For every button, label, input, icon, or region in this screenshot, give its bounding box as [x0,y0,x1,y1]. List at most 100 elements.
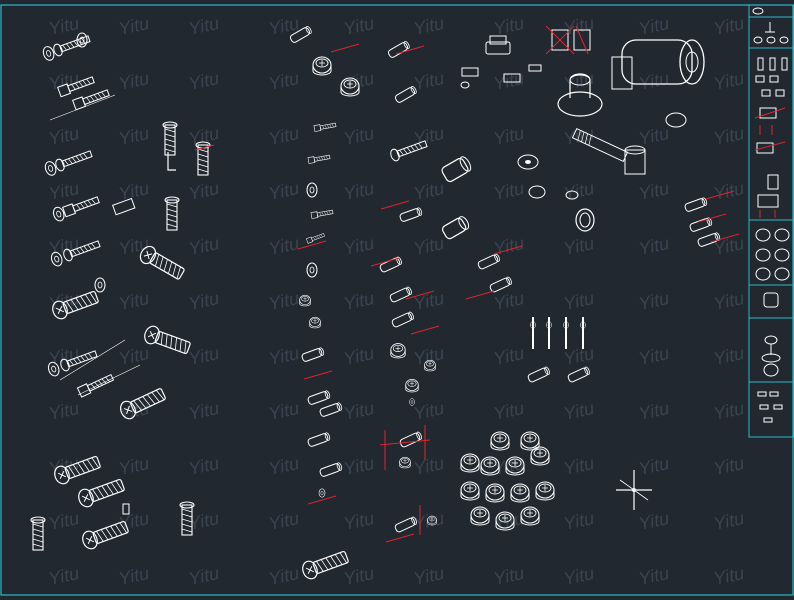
watermark-text: Yitu [267,68,301,94]
watermark-text: Yitu [187,68,221,94]
axis-marker [616,470,652,510]
watermark-text: Yitu [492,68,526,94]
watermark-text: Yitu [492,13,526,39]
watermark-text: Yitu [562,68,596,94]
watermark-text: Yitu [47,343,81,369]
watermark-text: Yitu [267,343,301,369]
column-mid-components [370,40,440,543]
watermark-text: Yitu [342,508,376,534]
watermark-text: Yitu [342,453,376,479]
watermark-text: Yitu [712,453,746,479]
watermark-text: Yitu [187,398,221,424]
watermark-text: Yitu [187,13,221,39]
watermark-text: Yitu [117,13,151,39]
watermark-text: Yitu [342,398,376,424]
watermark-text: Yitu [117,68,151,94]
watermark-text: Yitu [412,343,446,369]
watermark-text: Yitu [637,398,671,424]
watermark-text: Yitu [412,178,446,204]
watermark-text: Yitu [637,563,671,589]
watermark-text: Yitu [492,288,526,314]
watermark-text: Yitu [47,13,81,39]
watermark-text: Yitu [187,563,221,589]
watermark-text: Yitu [267,288,301,314]
watermark-text: Yitu [342,563,376,589]
watermark-text: Yitu [412,398,446,424]
watermark-text: Yitu [47,68,81,94]
watermark-text: Yitu [712,508,746,534]
watermark-text: Yitu [712,13,746,39]
watermark-text: Yitu [562,178,596,204]
watermark-text: Yitu [342,233,376,259]
watermark-text: Yitu [117,453,151,479]
watermark-text: Yitu [47,398,81,424]
watermark-text: Yitu [267,233,301,259]
watermark-text: Yitu [562,563,596,589]
watermark-text: Yitu [187,453,221,479]
watermark-text: Yitu [712,288,746,314]
watermark-text: Yitu [562,288,596,314]
watermark-text: Yitu [562,233,596,259]
watermark-text: Yitu [492,178,526,204]
watermark-text: Yitu [47,563,81,589]
watermark-text: Yitu [637,178,671,204]
watermark-text: Yitu [637,13,671,39]
watermark-text: Yitu [187,233,221,259]
watermark-text: Yitu [637,288,671,314]
watermark-text: Yitu [342,178,376,204]
watermark-text: Yitu [47,453,81,479]
column-large-screws [117,121,215,536]
watermark-text: Yitu [412,123,446,149]
watermark-text: Yitu [712,343,746,369]
watermark-text: Yitu [267,563,301,589]
watermark-text: Yitu [117,123,151,149]
watermark-text: Yitu [47,178,81,204]
watermark-text: Yitu [267,13,301,39]
watermark-text: Yitu [412,68,446,94]
watermark-text: Yitu [117,343,151,369]
watermark-text: Yitu [492,123,526,149]
watermark-text: Yitu [47,123,81,149]
watermark-text: Yitu [267,453,301,479]
drawing-frame [0,4,794,596]
watermark-text: Yitu [712,178,746,204]
watermark-text: Yitu [637,123,671,149]
pin-icon [765,22,775,33]
watermark-text: Yitu [117,178,151,204]
watermark-text: Yitu [712,123,746,149]
watermark-text: Yitu [712,398,746,424]
watermark-text: Yitu [492,563,526,589]
watermark-text: Yitu [412,508,446,534]
watermark-text: Yitu [117,288,151,314]
watermark-text: Yitu [412,13,446,39]
watermark-text: Yitu [187,343,221,369]
watermark-text: Yitu [712,68,746,94]
watermark-text: Yitu [342,343,376,369]
watermark-text: Yitu [492,398,526,424]
watermark-text: Yitu [412,563,446,589]
watermark-text: Yitu [562,13,596,39]
watermark-text: Yitu [712,563,746,589]
watermark-text: Yitu [412,453,446,479]
screw-icon [755,57,788,97]
watermark-text: Yitu [47,508,81,534]
watermark-text: Yitu [492,343,526,369]
watermark-text: Yitu [562,508,596,534]
watermark-text: Yitu [492,453,526,479]
watermark-text: Yitu [342,288,376,314]
legend-panel [748,4,794,438]
watermark-text: Yitu [562,453,596,479]
watermark-text: Yitu [267,398,301,424]
watermark-text: Yitu [412,233,446,259]
watermark-text: Yitu [562,398,596,424]
column-brackets-cams [441,35,595,531]
watermark-text: Yitu [637,343,671,369]
watermark-text: Yitu [342,13,376,39]
watermark-text: Yitu [187,178,221,204]
watermark-text: Yitu [637,233,671,259]
watermark-text: Yitu [117,563,151,589]
watermark-text: Yitu [267,123,301,149]
watermark-text: Yitu [637,68,671,94]
